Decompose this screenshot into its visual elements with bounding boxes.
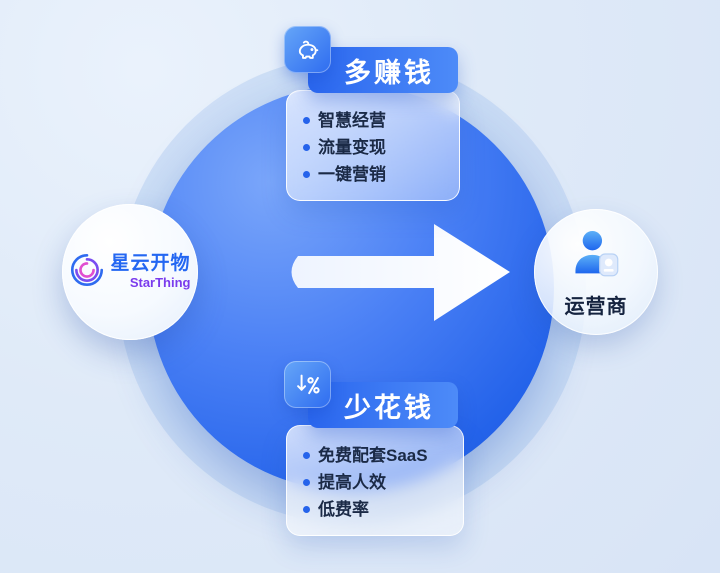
brand-lockup: 星云开物 StarThing bbox=[69, 252, 191, 293]
list-item-label: 流量变现 bbox=[318, 138, 386, 157]
bullet-dot bbox=[303, 479, 310, 486]
list-item-label: 一键营销 bbox=[318, 165, 386, 184]
list-item-label: 低费率 bbox=[318, 500, 369, 519]
operator-label: 运营商 bbox=[564, 296, 628, 318]
card-list-spend-less: 免费配套SaaS 提高人效 低费率 bbox=[286, 425, 464, 536]
bullet-dot bbox=[303, 171, 310, 178]
discount-down-icon bbox=[284, 361, 331, 408]
starthing-swirl-icon bbox=[69, 252, 105, 293]
list-item: 提高人效 bbox=[303, 469, 451, 496]
piggy-bank-icon bbox=[284, 26, 331, 73]
card-list-earn-more: 智慧经营 流量变现 一键营销 bbox=[286, 90, 460, 201]
card-title-earn-more: 多赚钱 bbox=[308, 47, 458, 93]
brand-name-cn: 星云开物 bbox=[110, 253, 191, 275]
list-item: 一键营销 bbox=[303, 161, 447, 188]
card-title-spend-less: 少花钱 bbox=[308, 382, 458, 428]
right-node-operator: 运营商 bbox=[534, 209, 658, 335]
list-item-label: 免费配套SaaS bbox=[318, 446, 428, 465]
list-item-label: 智慧经营 bbox=[318, 111, 386, 130]
bullet-dot bbox=[303, 506, 310, 513]
bullet-dot bbox=[303, 117, 310, 124]
list-item: 流量变现 bbox=[303, 134, 447, 161]
feature-card-spend-less: 少花钱 免费配套SaaS 提高人效 低费率 bbox=[284, 361, 464, 536]
list-item: 智慧经营 bbox=[303, 107, 447, 134]
list-item-label: 提高人效 bbox=[318, 473, 386, 492]
brand-texts: 星云开物 StarThing bbox=[110, 253, 190, 290]
brand-name-en: StarThing bbox=[129, 275, 191, 291]
list-item: 免费配套SaaS bbox=[303, 442, 451, 469]
left-node-starthing: 星云开物 StarThing bbox=[62, 204, 198, 340]
operator-person-icon bbox=[567, 225, 625, 288]
feature-card-earn-more: 多赚钱 智慧经营 流量变现 一键营销 bbox=[284, 26, 460, 201]
bullet-dot bbox=[303, 452, 310, 459]
list-item: 低费率 bbox=[303, 496, 451, 523]
bullet-dot bbox=[303, 144, 310, 151]
